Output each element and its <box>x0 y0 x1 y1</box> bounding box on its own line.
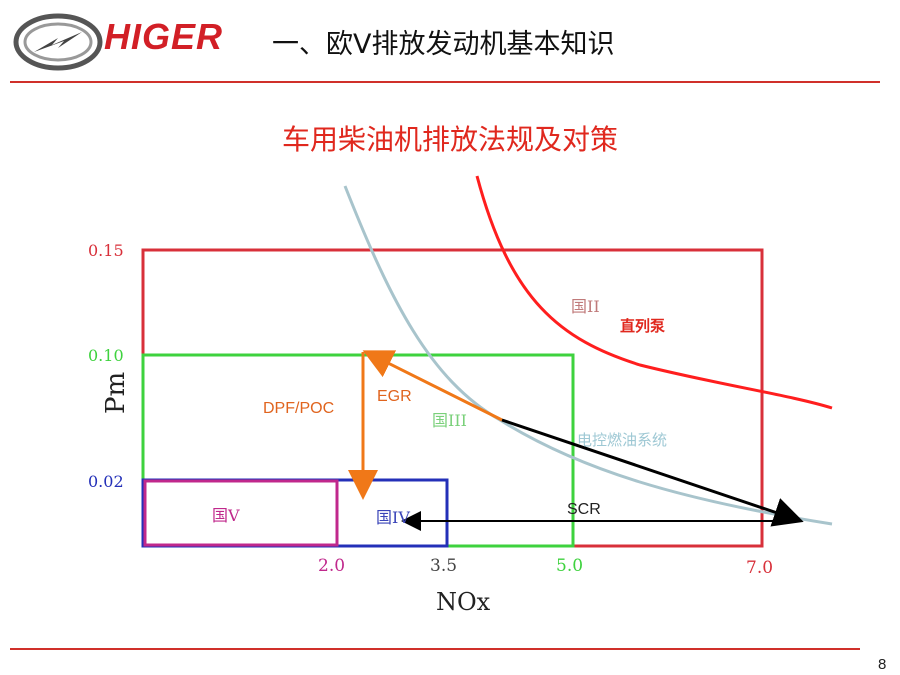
guo4-label: 国IV <box>376 508 410 527</box>
diagram-subtitle: 车用柴油机排放法规及对策 <box>281 123 618 156</box>
y-tick-label: 0.10 <box>88 346 124 365</box>
guo2-label: 国II <box>571 297 600 316</box>
x-tick-label: 7.0 <box>746 558 773 578</box>
y-tick-label: 0.15 <box>88 241 124 260</box>
y-axis-label: Pm <box>101 372 131 414</box>
guo3-limit-box <box>141 353 575 548</box>
electronic-fuel-system-label: 电控燃油系统 <box>577 431 667 449</box>
guo3-label: 国III <box>432 411 467 430</box>
slide-header: HIGER 一、欧V排放发动机基本知识 <box>0 0 900 84</box>
dpf-poc-label: DPF/POC <box>263 400 334 417</box>
egr-label: EGR <box>377 388 412 405</box>
brand-name: HIGER <box>104 16 224 57</box>
x-axis-label: NOx <box>436 588 491 616</box>
guo2-limit-box <box>141 248 764 548</box>
footer-divider <box>10 648 860 650</box>
guo5-limit-box <box>143 479 339 547</box>
inline-pump-curve <box>475 175 833 410</box>
x-tick-label: 2.0 <box>318 556 345 576</box>
scr-path-line <box>501 418 804 527</box>
x-tick-label: 3.5 <box>430 556 457 576</box>
scr-label: SCR <box>567 501 601 518</box>
guo5-label: 国V <box>212 506 240 525</box>
page-number: 8 <box>878 656 887 673</box>
inline-pump-label: 直列泵 <box>620 317 665 335</box>
slide-title: 一、欧V排放发动机基本知识 <box>272 29 615 60</box>
higer-logo-icon <box>13 13 103 71</box>
x-tick-label: 5.0 <box>556 556 583 576</box>
egr-arrow <box>362 350 503 422</box>
header-divider <box>10 81 880 83</box>
y-tick-label: 0.02 <box>88 472 124 491</box>
